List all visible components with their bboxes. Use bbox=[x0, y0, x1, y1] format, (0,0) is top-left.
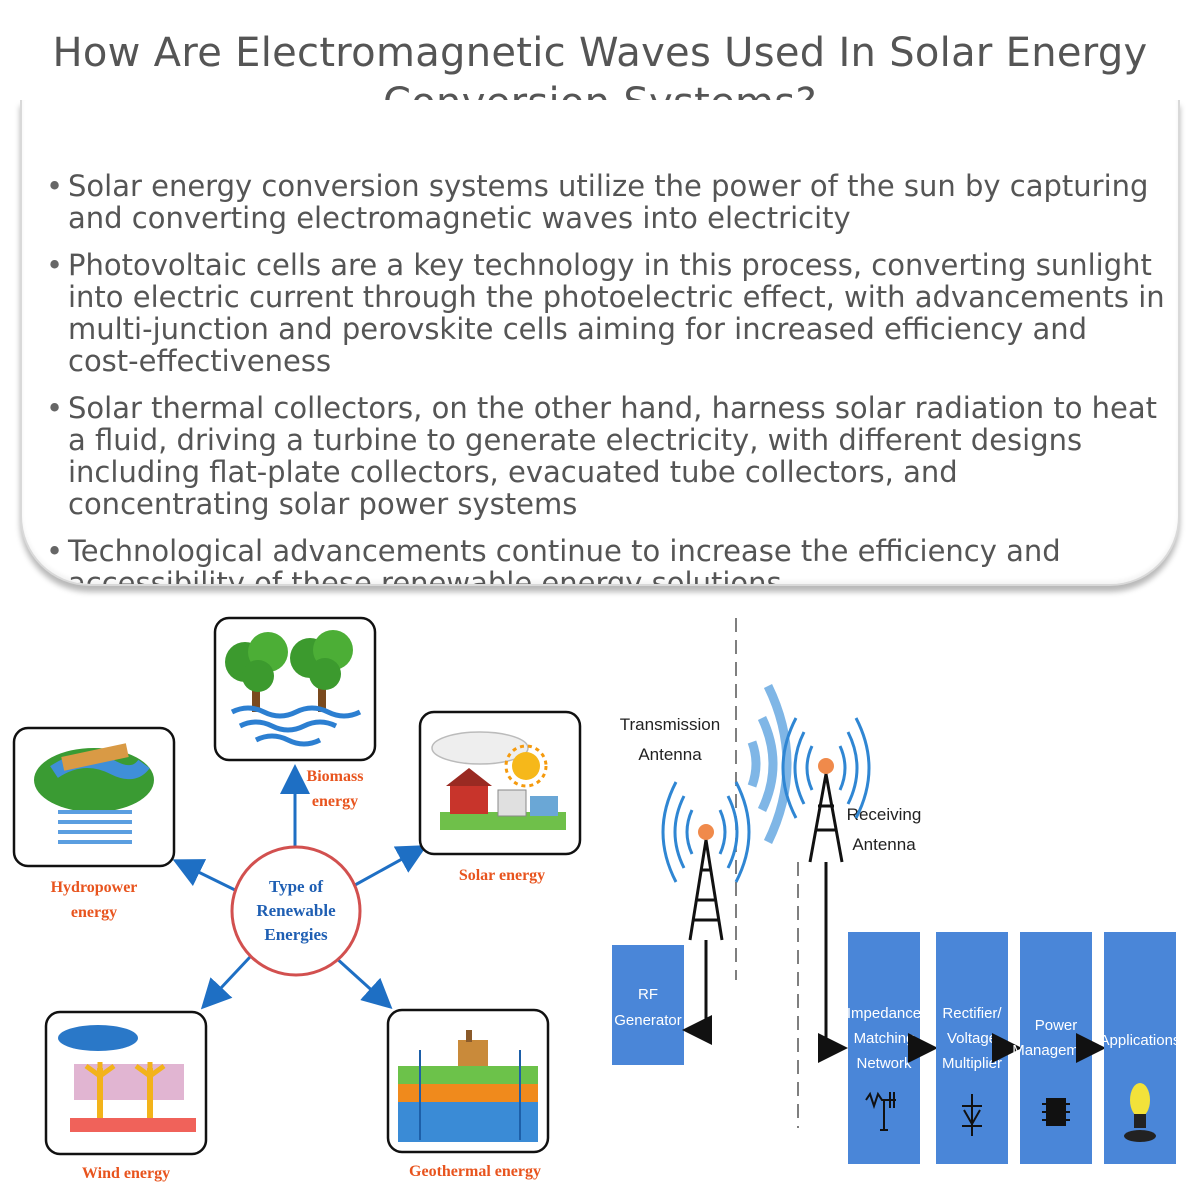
wind-card bbox=[44, 1010, 208, 1156]
applications-label: Applications bbox=[1100, 1032, 1181, 1049]
water-icon bbox=[230, 705, 362, 747]
impedance-label-1: Impedance bbox=[847, 1005, 921, 1022]
power-management-label-2: Management bbox=[1012, 1042, 1100, 1059]
bullet-item-3: Solar thermal collectors, on the other h… bbox=[46, 392, 1166, 520]
tx-antenna-label-1: Transmission bbox=[620, 715, 720, 734]
biomass-card bbox=[213, 616, 377, 762]
diagram-area: Type of Renewable Energies Biomass energ… bbox=[12, 616, 1180, 1182]
hydro-card bbox=[12, 726, 176, 868]
tree-icon bbox=[225, 630, 353, 712]
rectifier-label-1: Rectifier/ bbox=[942, 1005, 1002, 1022]
rx-antenna-label-2: Antenna bbox=[852, 835, 916, 854]
cloud-icon bbox=[431, 731, 529, 765]
rf-generator-label-2: Generator bbox=[614, 1012, 682, 1029]
power-management-label-1: Power bbox=[1035, 1017, 1078, 1034]
river-icon bbox=[34, 743, 154, 812]
hydro-label-2: energy bbox=[71, 904, 117, 921]
bullet-panel: Solar energy conversion systems utilize … bbox=[20, 100, 1180, 586]
bullet-item-1: Solar energy conversion systems utilize … bbox=[46, 170, 1166, 234]
rx-antenna-icon bbox=[781, 717, 871, 863]
rx-antenna-label-1: Receiving bbox=[847, 805, 922, 824]
bullet-item-4: Technological advancements continue to i… bbox=[46, 535, 1166, 584]
title-line-1: How Are Electromagnetic Waves Used In So… bbox=[52, 30, 1148, 76]
wpt-diagram: Transmission Antenna Receiving Antenna R… bbox=[612, 618, 1180, 1164]
biomass-label-1: Biomass bbox=[307, 768, 364, 785]
center-label-1: Type of bbox=[269, 877, 323, 896]
chip-icon bbox=[1042, 1098, 1070, 1126]
impedance-label-3: Network bbox=[856, 1055, 912, 1072]
rf-generator-block bbox=[612, 945, 684, 1065]
tx-feed-arrow bbox=[682, 940, 712, 1045]
renewables-diagram: Type of Renewable Energies Biomass energ… bbox=[12, 616, 582, 1182]
diode-icon bbox=[962, 1094, 982, 1136]
arrow-to-wind bbox=[200, 955, 252, 1010]
geothermal-label: Geothermal energy bbox=[409, 1163, 541, 1180]
impedance-label-2: Matching bbox=[854, 1030, 915, 1047]
arrow-to-geothermal bbox=[333, 955, 393, 1010]
biomass-label-2: energy bbox=[312, 793, 358, 810]
rectifier-label-2: Voltage bbox=[947, 1030, 997, 1047]
bullet-list: Solar energy conversion systems utilize … bbox=[46, 170, 1166, 584]
rx-feed-arrow bbox=[818, 862, 848, 1063]
circuit-icon bbox=[865, 1091, 896, 1131]
wave-beam-icon bbox=[747, 684, 792, 844]
center-circle bbox=[230, 845, 362, 977]
rf-generator-label-1: RF bbox=[638, 986, 658, 1003]
center-label-3: Energies bbox=[264, 925, 328, 944]
arrow-to-solar bbox=[354, 845, 428, 887]
waterfall-icon bbox=[58, 810, 132, 844]
sun-icon bbox=[504, 744, 548, 788]
tx-antenna-label-2: Antenna bbox=[638, 745, 702, 764]
solar-label: Solar energy bbox=[459, 867, 545, 884]
solar-card bbox=[418, 710, 582, 856]
bullet-item-2: Photovoltaic cells are a key technology … bbox=[46, 249, 1166, 377]
tx-antenna-icon bbox=[661, 781, 751, 941]
wind-label: Wind energy bbox=[82, 1165, 170, 1182]
rectifier-label-3: Multiplier bbox=[942, 1055, 1002, 1072]
arrow-to-hydro bbox=[172, 859, 236, 892]
lightbulb-icon bbox=[1124, 1083, 1156, 1142]
geothermal-icon bbox=[398, 1030, 538, 1142]
hydro-label-1: Hydropower bbox=[51, 879, 138, 896]
center-label-2: Renewable bbox=[256, 901, 336, 920]
geothermal-card bbox=[386, 1008, 550, 1154]
cloud-icon bbox=[58, 1025, 138, 1051]
farm-icon bbox=[440, 768, 566, 830]
wind-turbine-icon bbox=[70, 1062, 196, 1132]
